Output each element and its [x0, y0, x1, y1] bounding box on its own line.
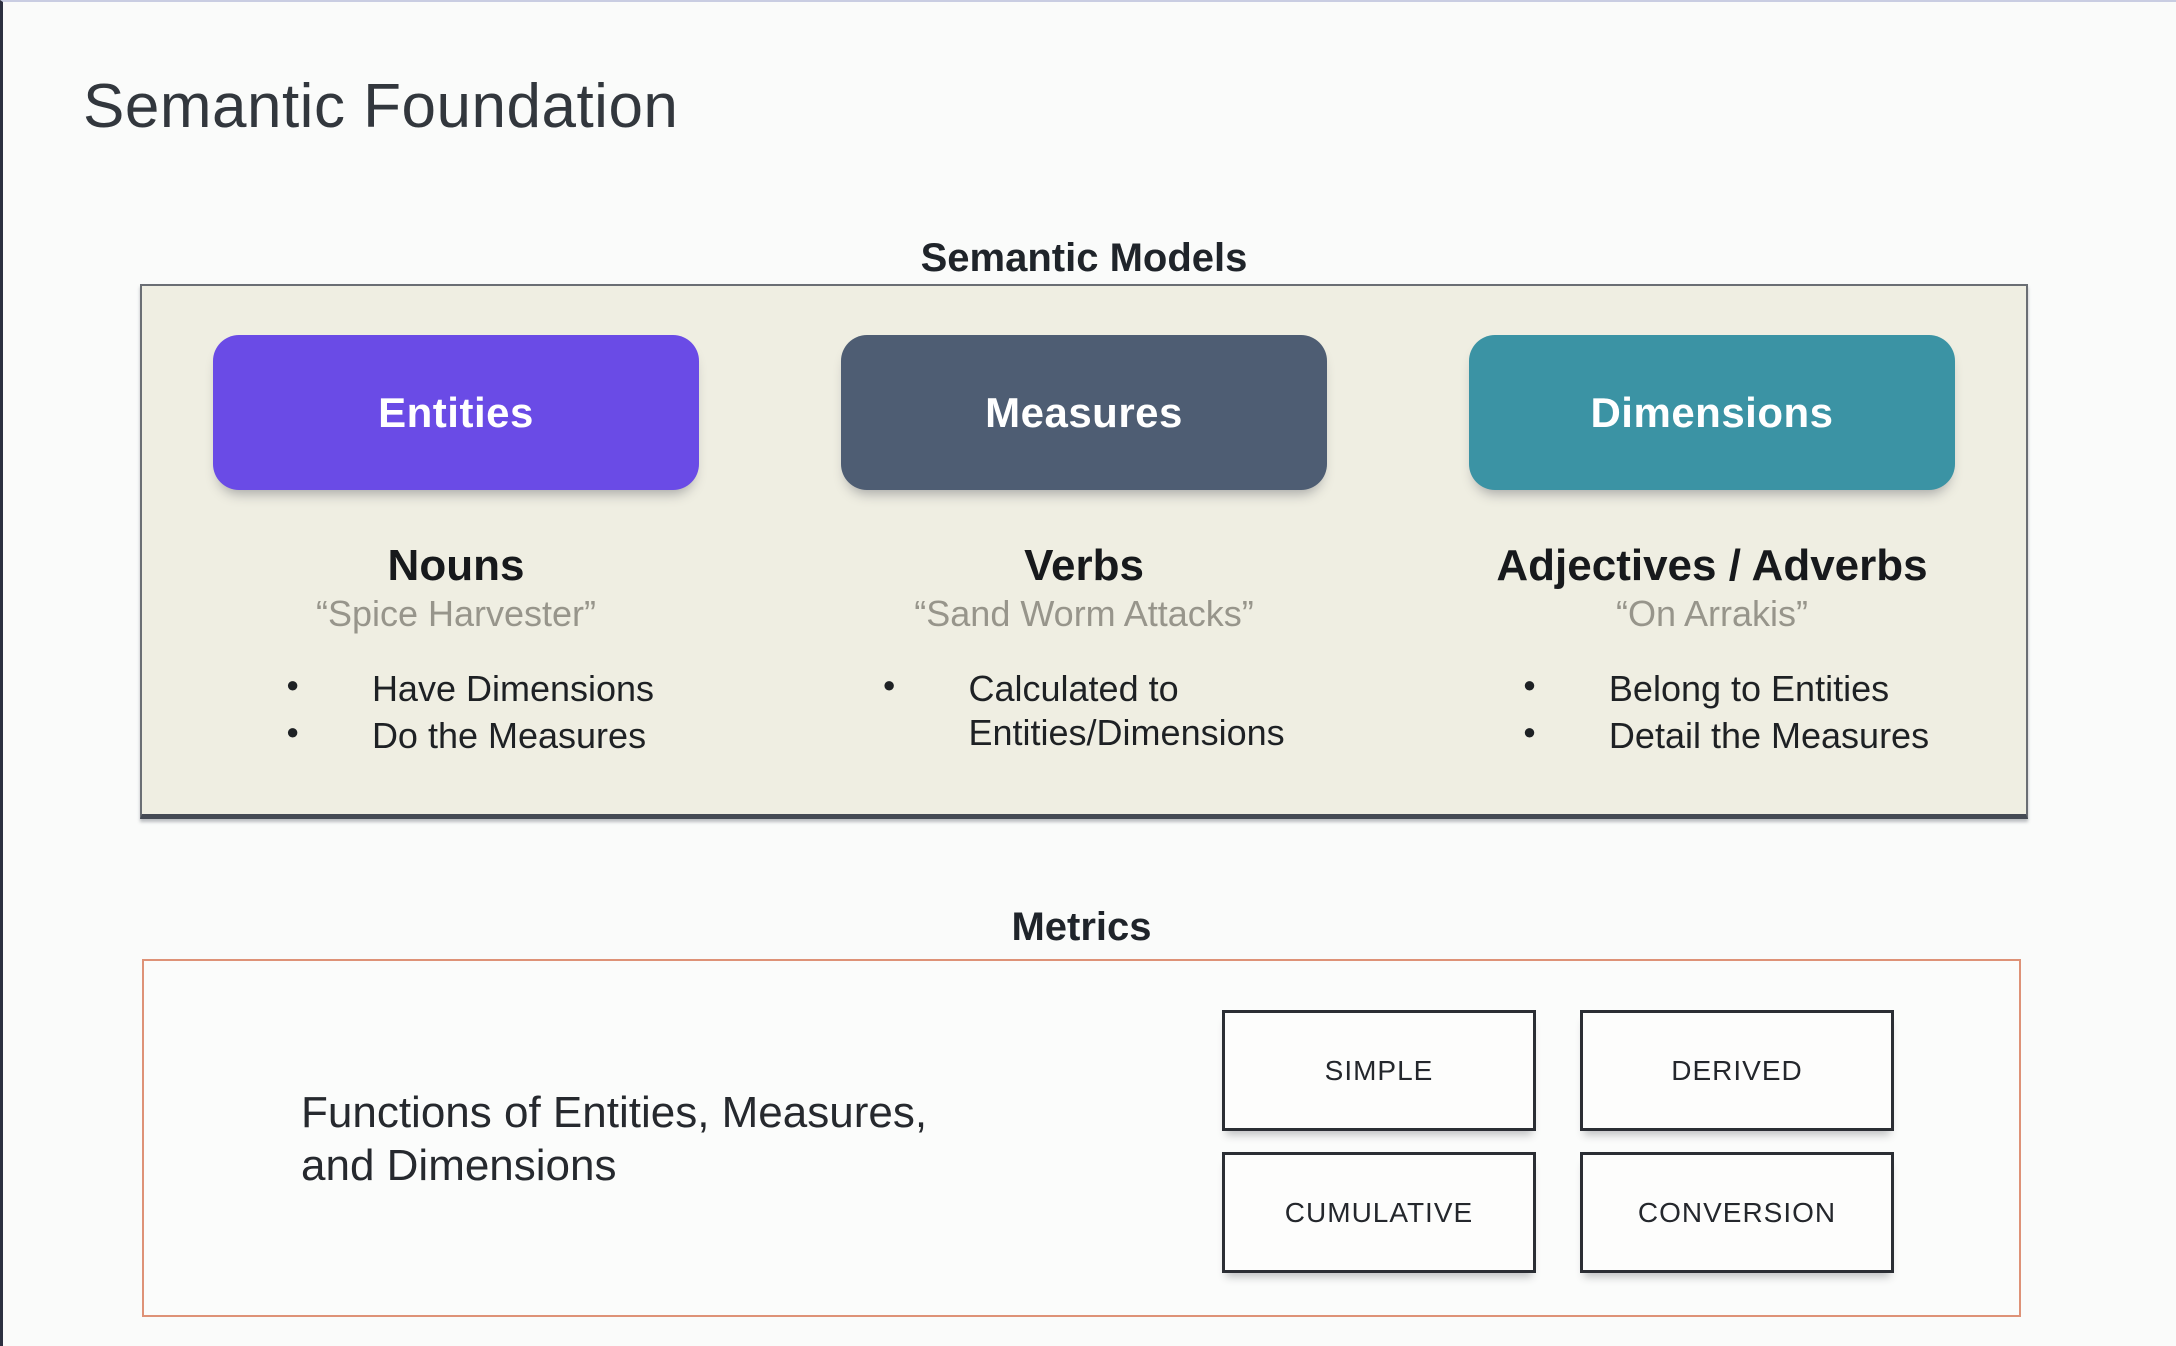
metric-card-cumulative: CUMULATIVE [1222, 1152, 1536, 1273]
metrics-panel: Functions of Entities, Measures, and Dim… [142, 959, 2021, 1317]
model-column-entities: Entities Nouns “Spice Harvester” ●Have D… [142, 286, 770, 814]
bullet-dot-icon: ● [1522, 672, 1537, 697]
measures-part-of-speech: Verbs [1024, 541, 1144, 590]
metrics-heading: Metrics [1011, 905, 1152, 949]
dimensions-part-of-speech: Adjectives / Adverbs [1496, 541, 1928, 590]
bullet-item: ●Have Dimensions [285, 668, 655, 709]
metric-type-grid: SIMPLE DERIVED CUMULATIVE CONVERSION [1222, 1010, 1894, 1273]
bullet-dot-icon: ● [285, 719, 300, 744]
semantic-models-panel: Entities Nouns “Spice Harvester” ●Have D… [140, 284, 2028, 819]
measures-example-quote: “Sand Worm Attacks” [914, 593, 1254, 634]
bullet-item: ●Do the Measures [285, 715, 647, 756]
page-title: Semantic Foundation [83, 72, 679, 141]
entities-part-of-speech: Nouns [387, 541, 525, 590]
entities-box: Entities [213, 335, 699, 490]
bullet-item: ●Calculated to Entities/Dimensions [882, 668, 1285, 753]
bullet-dot-icon: ● [285, 672, 300, 697]
measures-box: Measures [841, 335, 1327, 490]
metric-card-conversion: CONVERSION [1580, 1152, 1894, 1273]
semantic-models-heading: Semantic Models [920, 236, 1248, 280]
dimensions-box: Dimensions [1469, 335, 1955, 490]
bullet-dot-icon: ● [1522, 719, 1537, 744]
bullet-item: ●Detail the Measures [1522, 715, 1930, 756]
metric-card-simple: SIMPLE [1222, 1010, 1536, 1131]
bullet-item: ●Belong to Entities [1522, 668, 1890, 709]
bullet-dot-icon: ● [882, 672, 896, 697]
measures-bullet-list: ●Calculated to Entities/Dimensions [855, 664, 1314, 755]
dimensions-bullet-list: ●Belong to Entities ●Detail the Measures [1495, 664, 1929, 758]
model-column-measures: Measures Verbs “Sand Worm Attacks” ●Calc… [770, 286, 1398, 814]
model-column-dimensions: Dimensions Adjectives / Adverbs “On Arra… [1398, 286, 2026, 814]
dimensions-example-quote: “On Arrakis” [1615, 593, 1809, 634]
metric-card-derived: DERIVED [1580, 1010, 1894, 1131]
entities-example-quote: “Spice Harvester” [315, 593, 597, 634]
entities-bullet-list: ●Have Dimensions ●Do the Measures [258, 664, 654, 758]
metrics-description: Functions of Entities, Measures, and Dim… [301, 1088, 928, 1190]
